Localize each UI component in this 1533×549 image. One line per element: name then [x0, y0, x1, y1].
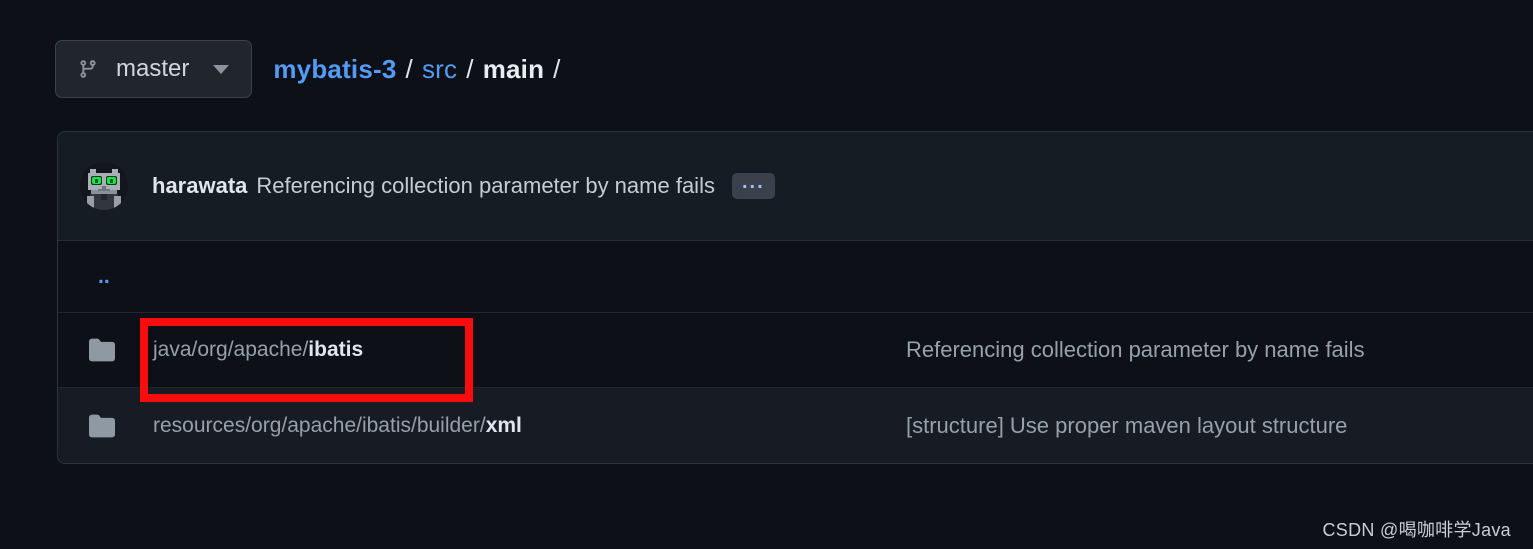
directory-link[interactable]: resources/org/apache/ibatis/builder/xml: [153, 414, 522, 438]
file-browser-panel: harawata Referencing collection paramete…: [57, 131, 1533, 464]
directory-name: ibatis: [308, 338, 364, 361]
breadcrumb-repo-link[interactable]: mybatis-3: [273, 53, 397, 84]
directory-path-prefix: java/org/apache/: [153, 338, 309, 361]
chevron-down-icon: [213, 64, 230, 74]
breadcrumb-separator: /: [405, 53, 413, 84]
breadcrumb: mybatis-3 / src / main /: [273, 54, 569, 85]
branch-name-label: master: [116, 55, 190, 82]
git-branch-icon: [80, 60, 96, 78]
avatar[interactable]: [80, 162, 128, 210]
commit-message-link[interactable]: Referencing collection parameter by name…: [256, 173, 715, 198]
directory-link[interactable]: java/org/apache/ibatis: [153, 338, 363, 362]
breadcrumb-separator: /: [553, 53, 561, 84]
commit-author-link[interactable]: harawata: [152, 173, 248, 198]
directory-name: xml: [485, 413, 522, 437]
directory-path-prefix: resources/org/apache/ibatis/builder/: [153, 413, 486, 437]
branch-selector-button[interactable]: master: [55, 40, 253, 98]
topbar: master mybatis-3 / src / main /: [55, 40, 570, 98]
latest-commit-header: harawata Referencing collection paramete…: [58, 132, 1533, 241]
breadcrumb-current-dir: main: [482, 53, 545, 84]
commit-ellipsis-button[interactable]: ...: [731, 172, 775, 199]
breadcrumb-separator: /: [466, 53, 474, 84]
row-commit-message-link[interactable]: [structure] Use proper maven layout stru…: [906, 412, 1348, 438]
table-row[interactable]: resources/org/apache/ibatis/builder/xml …: [58, 388, 1533, 463]
row-commit-message-link[interactable]: Referencing collection parameter by name…: [906, 337, 1365, 362]
parent-directory-link[interactable]: ..: [98, 264, 110, 288]
breadcrumb-dir-link[interactable]: src: [421, 53, 458, 84]
table-row[interactable]: java/org/apache/ibatis Referencing colle…: [58, 313, 1533, 388]
folder-icon: [89, 338, 115, 362]
watermark-text: CSDN @喝咖啡学Java: [1322, 520, 1511, 540]
folder-icon: [89, 414, 115, 437]
parent-directory-row[interactable]: ..: [58, 241, 1533, 313]
